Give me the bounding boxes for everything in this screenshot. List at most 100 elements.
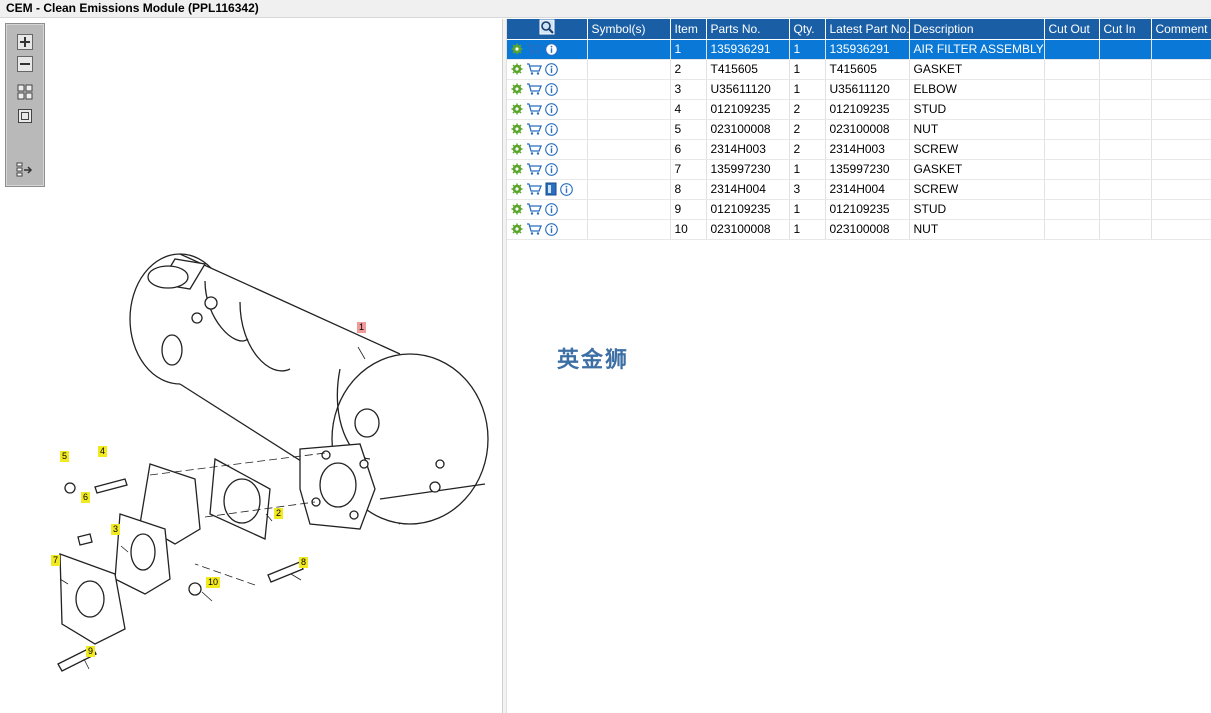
row-actions bbox=[507, 139, 588, 160]
diagram-pane[interactable]: 1 2 3 4 5 6 7 8 9 10 bbox=[0, 19, 503, 713]
cell-symbols bbox=[587, 79, 671, 100]
callout-7[interactable]: 7 bbox=[51, 555, 61, 566]
info-icon[interactable] bbox=[545, 142, 558, 156]
gear-icon[interactable] bbox=[511, 143, 523, 155]
column-header-qty[interactable]: Qty. bbox=[789, 19, 826, 40]
list-arrow-icon bbox=[16, 162, 33, 177]
info-icon[interactable] bbox=[545, 62, 558, 76]
column-header-comment[interactable]: Comment bbox=[1151, 19, 1211, 40]
square-icon bbox=[18, 109, 32, 123]
gear-icon[interactable] bbox=[511, 103, 523, 115]
gear-icon[interactable] bbox=[511, 43, 523, 55]
cart-icon[interactable] bbox=[526, 43, 542, 55]
cell-parts-no: 2314H004 bbox=[706, 179, 790, 200]
gear-icon[interactable] bbox=[511, 203, 523, 215]
zoom-out-button[interactable] bbox=[14, 54, 36, 74]
callout-1[interactable]: 1 bbox=[357, 322, 367, 333]
cell-parts-no: 012109235 bbox=[706, 199, 790, 220]
cell-cut-out bbox=[1044, 99, 1100, 120]
cell-comment bbox=[1151, 39, 1211, 60]
column-header-item[interactable]: Item bbox=[670, 19, 707, 40]
cell-item: 3 bbox=[670, 79, 707, 100]
show-list-button[interactable] bbox=[14, 160, 36, 180]
row-actions bbox=[507, 199, 588, 220]
column-header-description[interactable]: Description bbox=[909, 19, 1045, 40]
pane-splitter[interactable] bbox=[503, 19, 507, 713]
callout-3[interactable]: 3 bbox=[111, 524, 121, 535]
fit-window-button[interactable] bbox=[14, 106, 36, 126]
info-icon[interactable] bbox=[545, 82, 558, 96]
cell-cut-out bbox=[1044, 79, 1100, 100]
cell-description: STUD bbox=[909, 199, 1045, 220]
gear-icon[interactable] bbox=[511, 183, 523, 195]
cart-icon[interactable] bbox=[526, 63, 542, 75]
fit-all-button[interactable] bbox=[14, 82, 36, 102]
cart-icon[interactable] bbox=[526, 163, 542, 175]
cell-parts-no: 135997230 bbox=[706, 159, 790, 180]
column-header-icon[interactable] bbox=[507, 19, 588, 40]
cart-icon[interactable] bbox=[526, 143, 542, 155]
callout-5[interactable]: 5 bbox=[60, 451, 70, 462]
search-parts-icon[interactable] bbox=[539, 19, 555, 35]
info-icon[interactable] bbox=[545, 42, 558, 56]
cell-cut-in bbox=[1099, 99, 1152, 120]
cell-latest-part-no: 012109235 bbox=[825, 199, 910, 220]
row-actions bbox=[507, 219, 588, 240]
callout-9[interactable]: 9 bbox=[86, 646, 96, 657]
cell-item: 8 bbox=[670, 179, 707, 200]
cart-icon[interactable] bbox=[526, 83, 542, 95]
callout-6[interactable]: 6 bbox=[81, 492, 91, 503]
table-header: Symbol(s) Item Parts No. Qty. Latest Par… bbox=[507, 19, 1211, 40]
cell-description: AIR FILTER ASSEMBLY bbox=[909, 39, 1045, 60]
cell-qty: 1 bbox=[789, 159, 826, 180]
callout-8[interactable]: 8 bbox=[299, 557, 309, 568]
cell-latest-part-no: U35611120 bbox=[825, 79, 910, 100]
cart-icon[interactable] bbox=[526, 223, 542, 235]
cell-comment bbox=[1151, 59, 1211, 80]
book-icon[interactable] bbox=[545, 182, 557, 196]
zoom-in-button[interactable] bbox=[14, 32, 36, 52]
cell-item: 5 bbox=[670, 119, 707, 140]
callout-4[interactable]: 4 bbox=[98, 446, 108, 457]
callout-2[interactable]: 2 bbox=[274, 508, 284, 519]
info-icon[interactable] bbox=[545, 162, 558, 176]
cart-icon[interactable] bbox=[526, 103, 542, 115]
cell-qty: 2 bbox=[789, 99, 826, 120]
cart-icon[interactable] bbox=[526, 123, 542, 135]
cell-symbols bbox=[587, 99, 671, 120]
gear-icon[interactable] bbox=[511, 83, 523, 95]
info-icon[interactable] bbox=[545, 222, 558, 236]
gear-icon[interactable] bbox=[511, 63, 523, 75]
gear-icon[interactable] bbox=[511, 123, 523, 135]
column-header-symbols[interactable]: Symbol(s) bbox=[587, 19, 671, 40]
gear-icon[interactable] bbox=[511, 223, 523, 235]
cell-parts-no: T415605 bbox=[706, 59, 790, 80]
column-header-latest-part-no[interactable]: Latest Part No. bbox=[825, 19, 910, 40]
row-actions bbox=[507, 39, 588, 60]
column-header-cut-in[interactable]: Cut In bbox=[1099, 19, 1152, 40]
info-icon[interactable] bbox=[545, 202, 558, 216]
callout-10[interactable]: 10 bbox=[206, 577, 221, 588]
cart-icon[interactable] bbox=[526, 203, 542, 215]
cell-description: NUT bbox=[909, 119, 1045, 140]
info-icon[interactable] bbox=[560, 182, 573, 196]
info-icon[interactable] bbox=[545, 102, 558, 116]
gear-icon[interactable] bbox=[511, 163, 523, 175]
cart-icon[interactable] bbox=[526, 183, 542, 195]
column-header-parts-no[interactable]: Parts No. bbox=[706, 19, 790, 40]
column-header-cut-out[interactable]: Cut Out bbox=[1044, 19, 1100, 40]
cell-comment bbox=[1151, 99, 1211, 120]
cell-cut-out bbox=[1044, 179, 1100, 200]
cell-cut-out bbox=[1044, 39, 1100, 60]
info-icon[interactable] bbox=[545, 122, 558, 136]
